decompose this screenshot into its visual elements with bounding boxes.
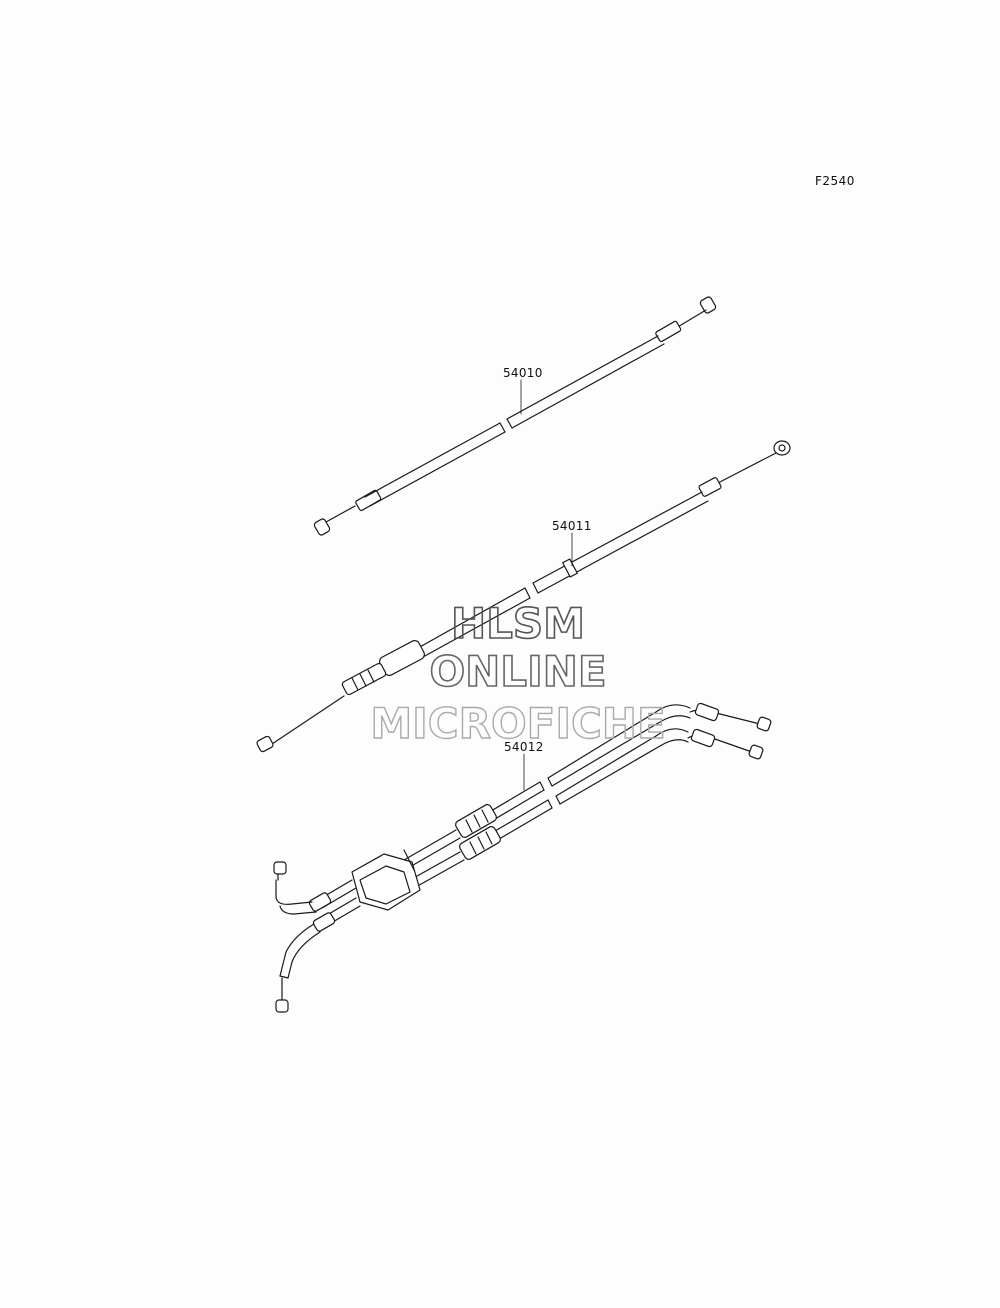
cable-54011[interactable] xyxy=(256,440,791,753)
figure-id: F2540 xyxy=(815,174,855,188)
watermark-line-1: HLSM xyxy=(451,599,585,648)
cable-54010[interactable] xyxy=(313,296,717,536)
part-label-54011[interactable]: 54011 xyxy=(552,519,592,533)
watermark: HLSM ONLINE MICROFICHE xyxy=(370,598,667,749)
part-label-54012[interactable]: 54012 xyxy=(504,740,544,754)
watermark-line-2: ONLINE xyxy=(429,647,606,696)
watermark-line-3: MICROFICHE xyxy=(370,699,665,748)
part-label-54010[interactable]: 54010 xyxy=(503,366,543,380)
cable-54012[interactable] xyxy=(273,702,772,1013)
